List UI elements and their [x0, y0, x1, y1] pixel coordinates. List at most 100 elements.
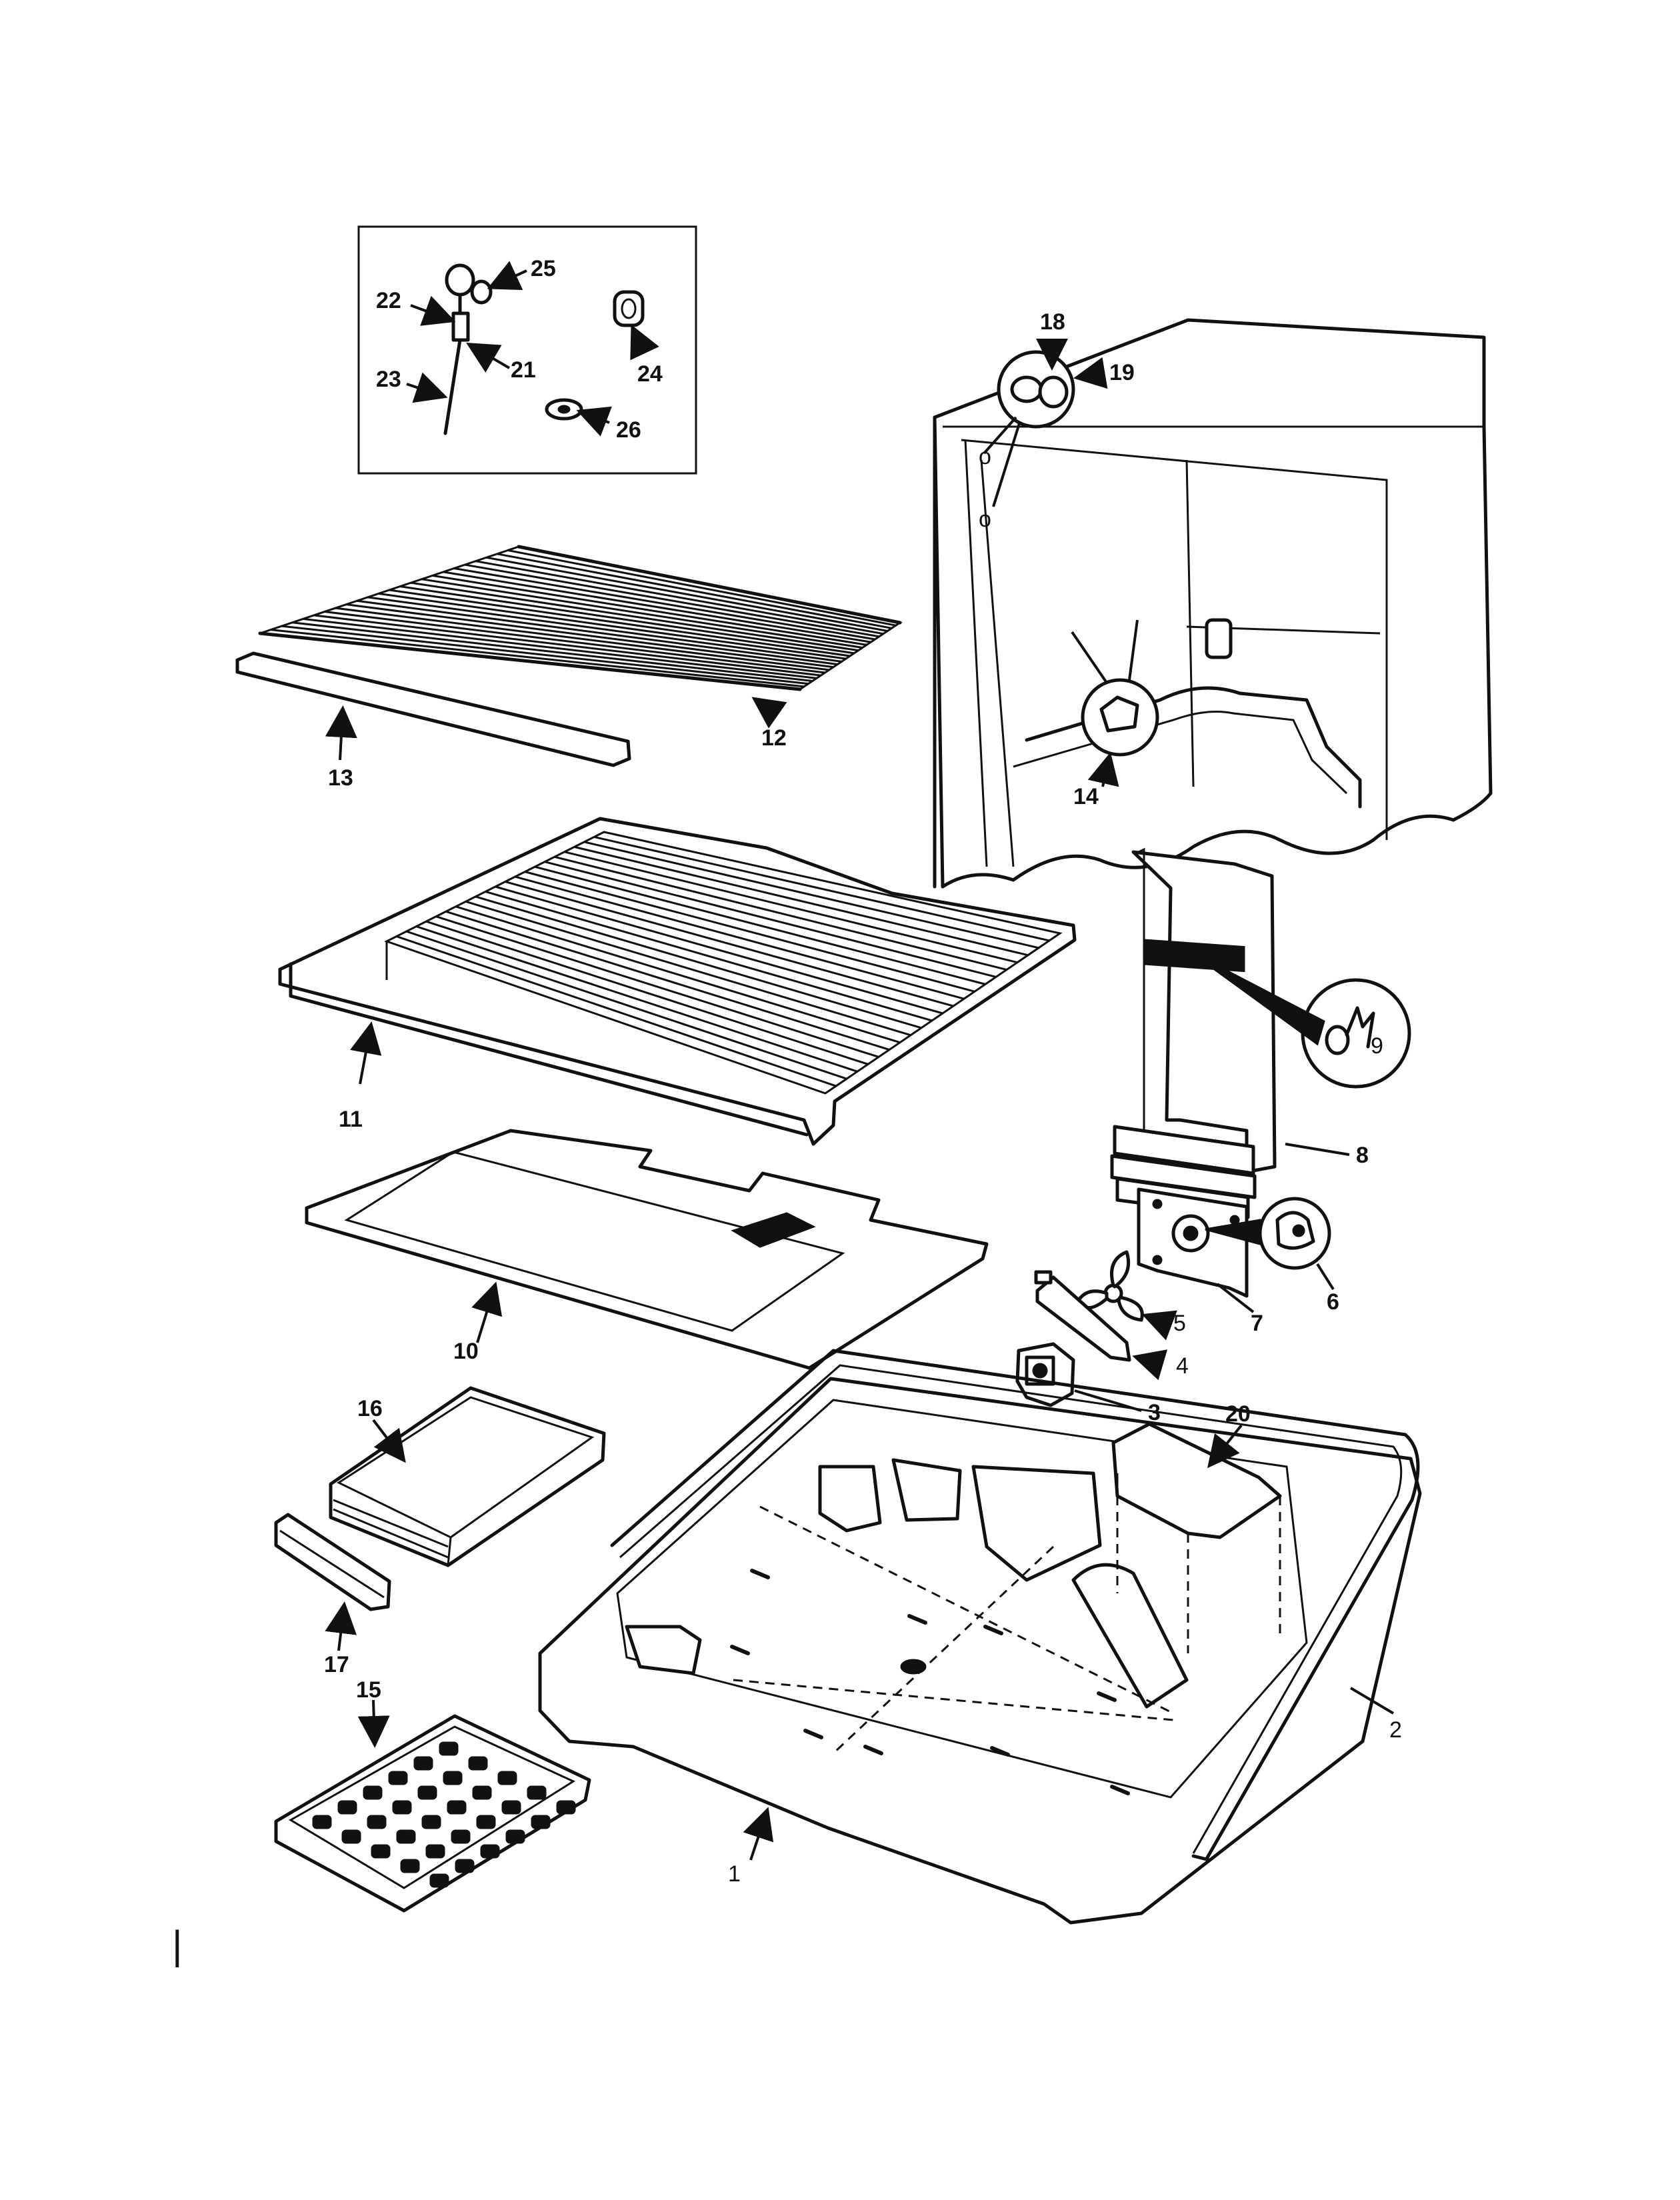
tray-cell — [392, 1800, 412, 1815]
part-26-grommet — [545, 398, 583, 421]
callout-17: 17 — [324, 1652, 349, 1677]
tray-cell — [400, 1859, 420, 1873]
shelf-rod — [378, 592, 846, 660]
callout-2: 2 — [1389, 1717, 1402, 1743]
ice-tray-cells — [312, 1741, 576, 1888]
shelf-rod — [475, 560, 884, 635]
freezer-shelf-slats — [396, 835, 1050, 1087]
tray-cell — [439, 1741, 459, 1756]
ice-bin: 16 — [329, 1386, 606, 1567]
shelf-slat — [574, 845, 1029, 957]
shelf-rod — [443, 571, 871, 643]
shelf-rod — [399, 585, 855, 655]
shelf-rod — [486, 556, 888, 632]
pan-mark — [983, 1625, 1003, 1635]
shelf-rod — [259, 632, 801, 691]
pan-mark — [863, 1745, 883, 1755]
callout-16: 16 — [357, 1396, 383, 1421]
shelf-slat — [485, 891, 933, 1022]
tray-cell — [413, 1756, 433, 1771]
shelf-rod — [346, 603, 834, 669]
shelf-slat — [415, 925, 858, 1073]
callout-22: 22 — [376, 288, 401, 313]
pan-mark — [730, 1645, 750, 1655]
shelf-slat — [525, 871, 975, 993]
shelf-rod — [453, 567, 875, 641]
callout-4: 4 — [1176, 1353, 1189, 1379]
shelf-slat — [495, 885, 943, 1015]
shelf-rod — [303, 617, 817, 679]
fan-bracket: 7 — [1137, 1187, 1263, 1336]
callout-10: 10 — [453, 1339, 479, 1364]
callout-12: 12 — [761, 725, 787, 751]
shelf-rod — [335, 607, 829, 671]
tray-cell — [388, 1771, 408, 1785]
part-9-screw — [1325, 1006, 1375, 1055]
shelf-rod — [324, 611, 825, 674]
shelf-rod — [507, 549, 897, 627]
shelf-slat — [475, 895, 922, 1029]
callout-15: 15 — [356, 1677, 381, 1703]
tray-cell — [468, 1756, 488, 1771]
tray-cell — [556, 1800, 576, 1815]
part-21-socket — [451, 311, 470, 342]
inset-frame — [357, 225, 697, 475]
tray-cell — [417, 1785, 437, 1800]
tray-cell — [501, 1800, 521, 1815]
callout-21: 21 — [511, 357, 536, 383]
shelf-rod — [518, 545, 901, 624]
part-19-knob — [1038, 375, 1069, 409]
shelf-rod — [421, 578, 863, 649]
shelf-rod — [389, 589, 851, 657]
tray-cell — [455, 1859, 475, 1873]
tray-cell — [505, 1829, 525, 1844]
shelf-slat — [554, 855, 1007, 971]
callout-14: 14 — [1073, 784, 1099, 809]
tray-cell — [367, 1815, 387, 1829]
tray-cell — [497, 1771, 517, 1785]
tray-cell — [447, 1800, 467, 1815]
shelf-slat — [505, 881, 954, 1007]
page-margin-marker: | — [172, 1923, 183, 1967]
shelf-rod — [271, 629, 805, 688]
wire-shelf: 12 — [258, 545, 903, 751]
ice-cube-tray: 15 — [274, 1677, 591, 1913]
shelf-slat — [445, 910, 890, 1051]
tray-cell — [476, 1815, 496, 1829]
pan-mark — [750, 1569, 770, 1579]
part-25-light-bulb — [445, 263, 493, 329]
callout-3: 3 — [1148, 1400, 1161, 1425]
part-23-wire — [443, 338, 462, 435]
shelf-rod — [432, 574, 867, 646]
freezer-shelf: 11 — [278, 817, 1077, 1146]
shelf-rods — [259, 545, 901, 691]
door-trim-strip: 2 — [610, 1349, 1420, 1862]
callout-11: 11 — [339, 1107, 363, 1132]
callout-7: 7 — [1251, 1311, 1263, 1336]
tray-cell — [341, 1829, 361, 1844]
shelf-slat — [465, 900, 911, 1037]
callout-9: 9 — [1371, 1033, 1383, 1059]
pan-mark — [1097, 1691, 1117, 1702]
pan-mark — [1110, 1785, 1130, 1795]
cover-panel: 10 — [305, 1129, 989, 1370]
tray-cell — [421, 1815, 441, 1829]
shelf-rod — [411, 581, 859, 652]
shelf-slat — [564, 851, 1018, 964]
shelf-slat — [396, 935, 837, 1087]
callout-19: 19 — [1109, 360, 1135, 385]
tray-cell — [371, 1844, 391, 1859]
pan-mark — [907, 1614, 927, 1625]
shelf-rod — [292, 621, 813, 682]
air-duct: 9 8 — [1110, 847, 1411, 1219]
freezer-cabinet: o o 18 19 14 — [933, 309, 1493, 889]
callout-13: 13 — [328, 765, 353, 791]
shelf-rod — [367, 596, 842, 663]
shelf-slat — [515, 875, 965, 1000]
callout-5: 5 — [1173, 1311, 1186, 1336]
callout-18: 18 — [1040, 309, 1065, 335]
shelf-slat — [584, 841, 1039, 949]
hole-mark-b: o — [979, 507, 991, 532]
part-18-thermostat-knob — [1010, 375, 1043, 403]
